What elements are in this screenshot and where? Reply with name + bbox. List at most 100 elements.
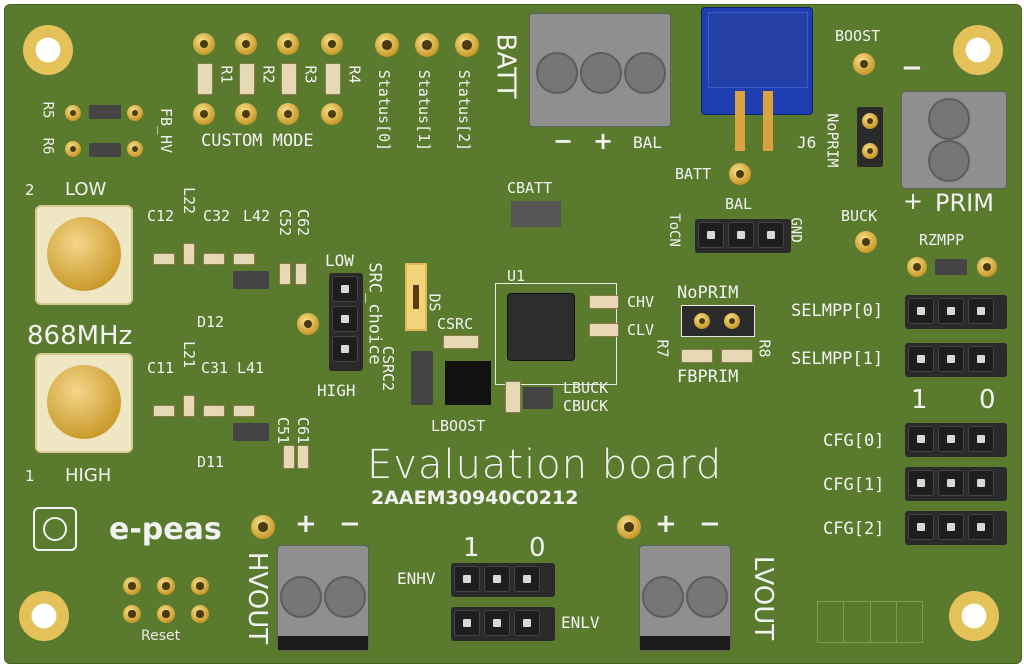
prim-screw-minus[interactable] xyxy=(928,98,970,140)
cfg2-label: CFG[2] xyxy=(823,519,885,539)
selmpp1-header[interactable] xyxy=(905,343,1007,377)
cfg1-pin[interactable] xyxy=(968,470,994,496)
src-pin[interactable] xyxy=(332,336,358,362)
bal-header-label: BAL xyxy=(725,195,753,213)
batt-screw-minus[interactable] xyxy=(536,52,578,94)
antenna-high[interactable] xyxy=(35,353,133,453)
enlv-label: ENLV xyxy=(561,613,600,632)
cfg2-pin[interactable] xyxy=(968,514,994,540)
u1-chip xyxy=(507,293,575,361)
selmpp0-header[interactable] xyxy=(905,295,1007,329)
batt-screw-plus[interactable] xyxy=(580,52,622,94)
buck-test-point[interactable] xyxy=(855,231,877,253)
enhv-pin[interactable] xyxy=(514,566,540,592)
lvout-test-point[interactable] xyxy=(617,515,641,539)
enhv-pin[interactable] xyxy=(484,566,510,592)
selmpp0-pin[interactable] xyxy=(908,298,934,324)
batt-test-point[interactable] xyxy=(729,163,751,185)
lvout-connector-label: LVOUT xyxy=(748,555,779,641)
csrc-cap xyxy=(443,335,479,349)
hvout-screw-plus[interactable] xyxy=(280,576,322,618)
src-pin[interactable] xyxy=(332,306,358,332)
selmpp1-pin[interactable] xyxy=(908,346,934,372)
antenna-low-index: 2 xyxy=(25,181,35,199)
enhv-header[interactable] xyxy=(451,563,555,597)
r2-label: R2 xyxy=(259,65,278,84)
src-test-point[interactable] xyxy=(297,313,319,335)
hvout-plus-label: + xyxy=(295,509,317,539)
src-choice-header[interactable] xyxy=(329,273,363,371)
mounting-hole-bottom-left xyxy=(19,591,69,641)
batt-plus-label: + xyxy=(593,127,614,155)
cfg1-pin[interactable] xyxy=(938,470,964,496)
cfg0-pin[interactable] xyxy=(938,426,964,452)
bal-pin[interactable] xyxy=(758,222,784,248)
bal-pin[interactable] xyxy=(728,222,754,248)
cfg0-pin[interactable] xyxy=(908,426,934,452)
noprim-jumper-header[interactable] xyxy=(857,107,883,167)
noprim-jumper[interactable] xyxy=(681,305,755,337)
batt-connector-label: BATT xyxy=(490,33,521,99)
c12-cap xyxy=(153,253,175,265)
prim-connector[interactable] xyxy=(901,91,1007,189)
cfg1-header[interactable] xyxy=(905,467,1007,501)
bal-pin[interactable] xyxy=(698,222,724,248)
r7-resistor xyxy=(681,349,713,363)
hvout-screw-minus[interactable] xyxy=(324,576,366,618)
selmpp1-pin[interactable] xyxy=(968,346,994,372)
lbuck-inductor xyxy=(505,381,521,413)
lvout-screw-plus[interactable] xyxy=(642,576,684,618)
prim-screw-plus[interactable] xyxy=(928,140,970,182)
batt-connector[interactable] xyxy=(529,13,671,127)
l22-label: L22 xyxy=(180,186,199,215)
cfg1-pin[interactable] xyxy=(908,470,934,496)
cfg2-pin[interactable] xyxy=(938,514,964,540)
c51-cap xyxy=(283,445,295,469)
fbprim-label: FBPRIM xyxy=(677,367,739,387)
status0-label: Status[0] xyxy=(375,69,394,152)
selmpp0-pin[interactable] xyxy=(968,298,994,324)
r6-pad xyxy=(65,141,81,157)
cfg0-pin[interactable] xyxy=(968,426,994,452)
lvout-connector[interactable] xyxy=(639,545,731,651)
antenna-low[interactable] xyxy=(35,205,133,305)
selmpp1-pin[interactable] xyxy=(938,346,964,372)
j6-component[interactable] xyxy=(701,7,813,115)
en-col-0-label: 0 xyxy=(529,533,546,563)
status0-pad[interactable] xyxy=(375,33,399,57)
hvout-connector[interactable] xyxy=(277,545,369,651)
rzmpp-pad[interactable] xyxy=(907,257,927,277)
cfg2-header[interactable] xyxy=(905,511,1007,545)
r4-label: R4 xyxy=(345,65,364,84)
bal-header[interactable] xyxy=(695,219,791,253)
cbuck-label: CBUCK xyxy=(563,397,609,415)
enlv-pin[interactable] xyxy=(514,610,540,636)
clv-cap xyxy=(589,323,619,337)
j6-label: J6 xyxy=(797,133,817,152)
csrc2-label: CSRC2 xyxy=(379,345,398,392)
cfg1-label: CFG[1] xyxy=(823,475,885,495)
boost-test-point[interactable] xyxy=(853,53,875,75)
enlv-pin[interactable] xyxy=(484,610,510,636)
status2-pad[interactable] xyxy=(455,33,479,57)
cbuck-cap xyxy=(523,387,553,409)
lvout-screw-minus[interactable] xyxy=(686,576,728,618)
csrc-label: CSRC xyxy=(437,315,474,333)
cfg0-header[interactable] xyxy=(905,423,1007,457)
enhv-pin[interactable] xyxy=(454,566,480,592)
fb-hv-label: FB_HV xyxy=(157,107,176,154)
enlv-header[interactable] xyxy=(451,607,555,641)
hvout-test-point[interactable] xyxy=(251,515,275,539)
selmpp0-pin[interactable] xyxy=(938,298,964,324)
batt-screw-bal[interactable] xyxy=(624,52,666,94)
c61-cap xyxy=(297,445,309,469)
status1-pad[interactable] xyxy=(415,33,439,57)
enlv-pin[interactable] xyxy=(454,610,480,636)
cfg2-pin[interactable] xyxy=(908,514,934,540)
mounting-hole-top-right xyxy=(953,25,1003,75)
status2-label: Status[2] xyxy=(455,69,474,152)
c51-label: C51 xyxy=(274,416,293,445)
src-pin[interactable] xyxy=(332,276,358,302)
rzmpp-pad[interactable] xyxy=(977,257,997,277)
r1-label: R1 xyxy=(217,65,236,84)
